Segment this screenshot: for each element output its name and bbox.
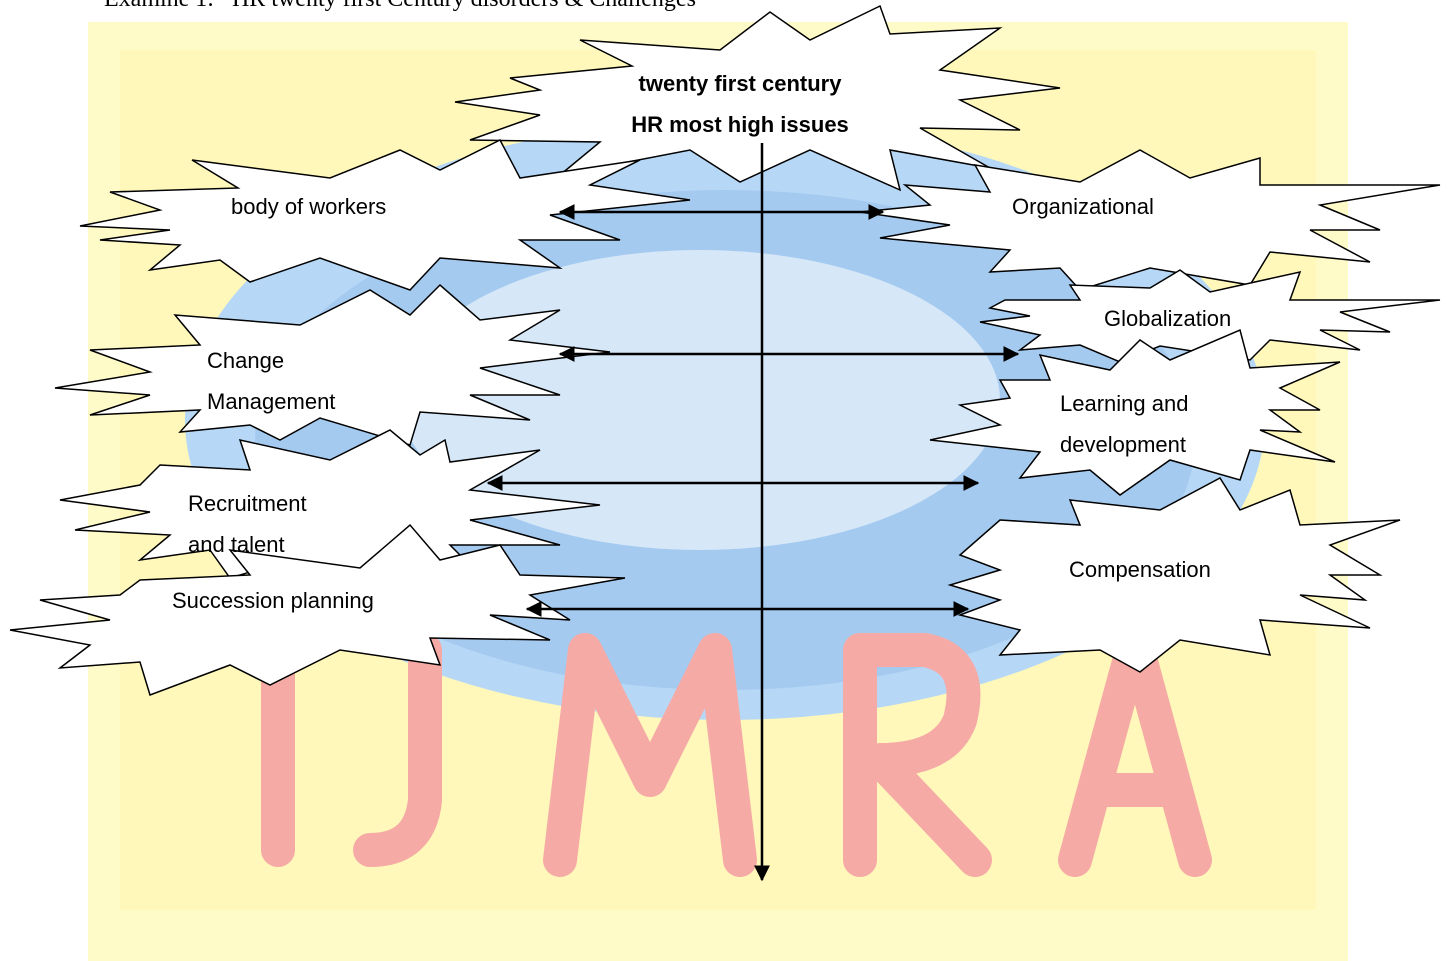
- burst-change: [54, 283, 611, 446]
- node-learning-development: Learning and development: [1060, 383, 1260, 465]
- node-recruitment-talent: Recruitment and talent: [188, 483, 388, 555]
- node-learning-line-1: Learning and: [1060, 391, 1189, 416]
- node-change-line-1: Change: [207, 348, 285, 373]
- burst-comp: [947, 477, 1401, 673]
- node-recruitment-line-1: Recruitment: [188, 491, 307, 516]
- node-change-management: Change Management: [207, 340, 407, 414]
- node-compensation-line-1: Compensation: [1069, 557, 1211, 582]
- node-workforce: body of workers mix: [231, 186, 461, 238]
- node-learning-line-2: development: [1060, 432, 1186, 457]
- node-succession-planning: Succession planning: [172, 580, 432, 621]
- burst-succession: [9, 523, 626, 696]
- figure-caption: Examine 1: HR twenty first Century disor…: [104, 0, 696, 13]
- node-org-line-1: Organizational: [1012, 194, 1154, 219]
- node-org-line-2: effectiveness: [1012, 227, 1242, 238]
- burst-workforce: [79, 139, 691, 291]
- burst-recruit: [59, 429, 601, 586]
- node-globalization-line-1: Globalization: [1104, 306, 1232, 331]
- node-organizational-effectiveness: Organizational effectiveness: [1012, 186, 1242, 238]
- node-change-line-2: Management: [207, 389, 336, 414]
- central-line-2: HR most high issues: [631, 112, 849, 137]
- node-recruitment-line-2: and talent: [188, 532, 285, 555]
- burst-shapes: [9, 4, 1441, 696]
- watermark-letters: [261, 623, 1212, 877]
- burst-central: [454, 4, 1061, 192]
- burst-org: [859, 149, 1441, 291]
- burst-global: [979, 269, 1441, 363]
- central-node-label: twenty first century HR most high issues: [600, 63, 880, 145]
- node-workforce-line-1: body of workers: [231, 194, 387, 219]
- central-line-1: twenty first century: [638, 71, 842, 96]
- node-workforce-line-2: mix: [231, 227, 461, 238]
- node-compensation: Compensation: [1069, 549, 1269, 590]
- connectors: [486, 143, 1020, 882]
- node-globalization: Globalization: [1104, 298, 1304, 339]
- node-succession-line-1: Succession planning: [172, 588, 374, 613]
- burst-learning: [929, 328, 1341, 496]
